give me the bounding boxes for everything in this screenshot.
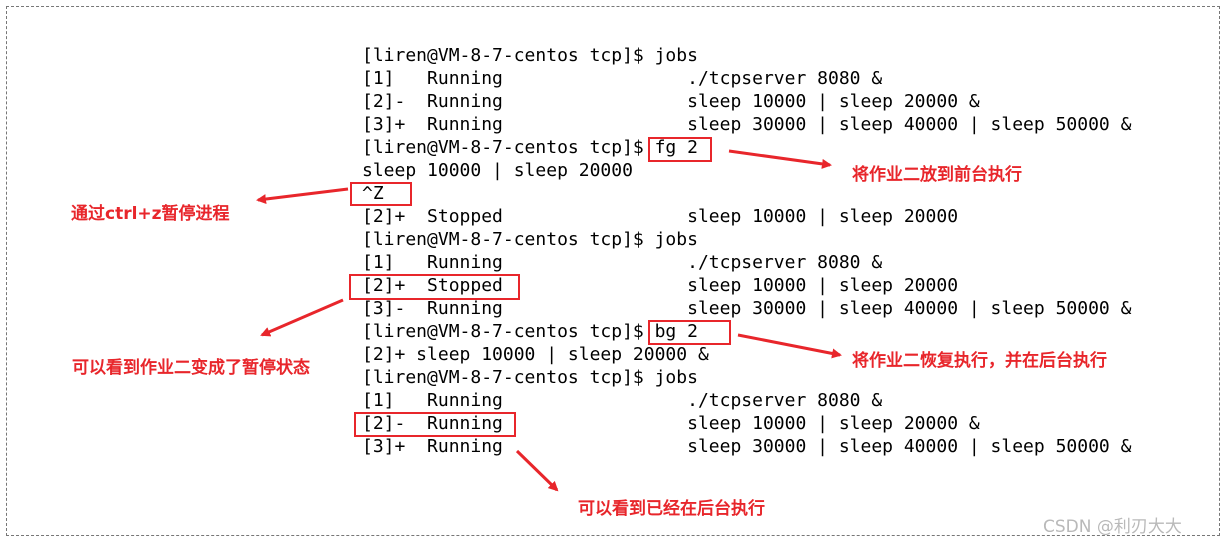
terminal-line: [3]- Running sleep 30000 | sleep 40000 |…: [362, 298, 1132, 319]
terminal-line: [2]+ Stopped sleep 10000 | sleep 20000: [362, 275, 959, 296]
terminal-line: [2]+ sleep 10000 | sleep 20000 &: [362, 344, 709, 365]
terminal-line: [liren@VM-8-7-centos tcp]$ fg 2: [362, 137, 698, 158]
terminal-line: [1] Running ./tcpserver 8080 &: [362, 390, 883, 411]
highlight-running-job: [354, 412, 516, 437]
terminal-line: [3]+ Running sleep 30000 | sleep 40000 |…: [362, 114, 1132, 135]
terminal-line: [1] Running ./tcpserver 8080 &: [362, 252, 883, 273]
watermark: CSDN @利刃大大: [1043, 517, 1182, 537]
terminal-line: [2]- Running sleep 10000 | sleep 20000 &: [362, 413, 980, 434]
terminal-line: [3]+ Running sleep 30000 | sleep 40000 |…: [362, 436, 1132, 457]
arrow-ctrlz: [256, 187, 349, 204]
annotation-ctrl-z: 通过ctrl+z暂停进程: [71, 204, 230, 224]
highlight-stopped-job: [349, 274, 520, 300]
terminal-line: [liren@VM-8-7-centos tcp]$ jobs: [362, 45, 698, 66]
annotation-bg: 将作业二恢复执行，并在后台执行: [852, 351, 1107, 371]
arrow-bg: [737, 333, 842, 359]
arrow-background: [515, 449, 559, 492]
annotation-background: 可以看到已经在后台执行: [578, 499, 765, 519]
terminal-line: [liren@VM-8-7-centos tcp]$ jobs: [362, 367, 698, 388]
arrow-stopped: [260, 298, 344, 337]
terminal-line: ^Z: [362, 183, 384, 204]
terminal-line: sleep 10000 | sleep 20000: [362, 160, 633, 181]
terminal-line: [liren@VM-8-7-centos tcp]$ jobs: [362, 229, 698, 250]
highlight-bg-command: [648, 320, 731, 345]
screenshot-frame: [6, 6, 1220, 536]
highlight-ctrl-z: [350, 182, 412, 206]
terminal-line: [2]+ Stopped sleep 10000 | sleep 20000: [362, 206, 959, 227]
terminal-line: [1] Running ./tcpserver 8080 &: [362, 68, 883, 89]
terminal-line: [liren@VM-8-7-centos tcp]$ bg 2: [362, 321, 698, 342]
terminal-line: [2]- Running sleep 10000 | sleep 20000 &: [362, 91, 980, 112]
highlight-fg-command: [648, 137, 712, 162]
annotation-fg: 将作业二放到前台执行: [852, 165, 1022, 185]
arrow-fg: [728, 149, 832, 169]
annotation-stopped: 可以看到作业二变成了暂停状态: [72, 358, 310, 378]
